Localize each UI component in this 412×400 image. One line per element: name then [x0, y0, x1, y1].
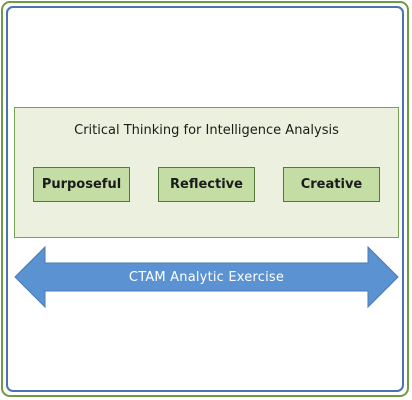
- quality-box-reflective: Reflective: [158, 167, 255, 202]
- arrow-label: CTAM Analytic Exercise: [128, 269, 285, 285]
- double-arrow-icon: [14, 246, 399, 308]
- double-arrow: CTAM Analytic Exercise: [14, 246, 399, 308]
- inner-frame: [6, 6, 404, 392]
- panel-title: Critical Thinking for Intelligence Analy…: [74, 123, 339, 138]
- quality-box-creative: Creative: [283, 167, 380, 202]
- concept-panel: Critical Thinking for Intelligence Analy…: [14, 107, 399, 238]
- quality-box-purposeful: Purposeful: [33, 167, 130, 202]
